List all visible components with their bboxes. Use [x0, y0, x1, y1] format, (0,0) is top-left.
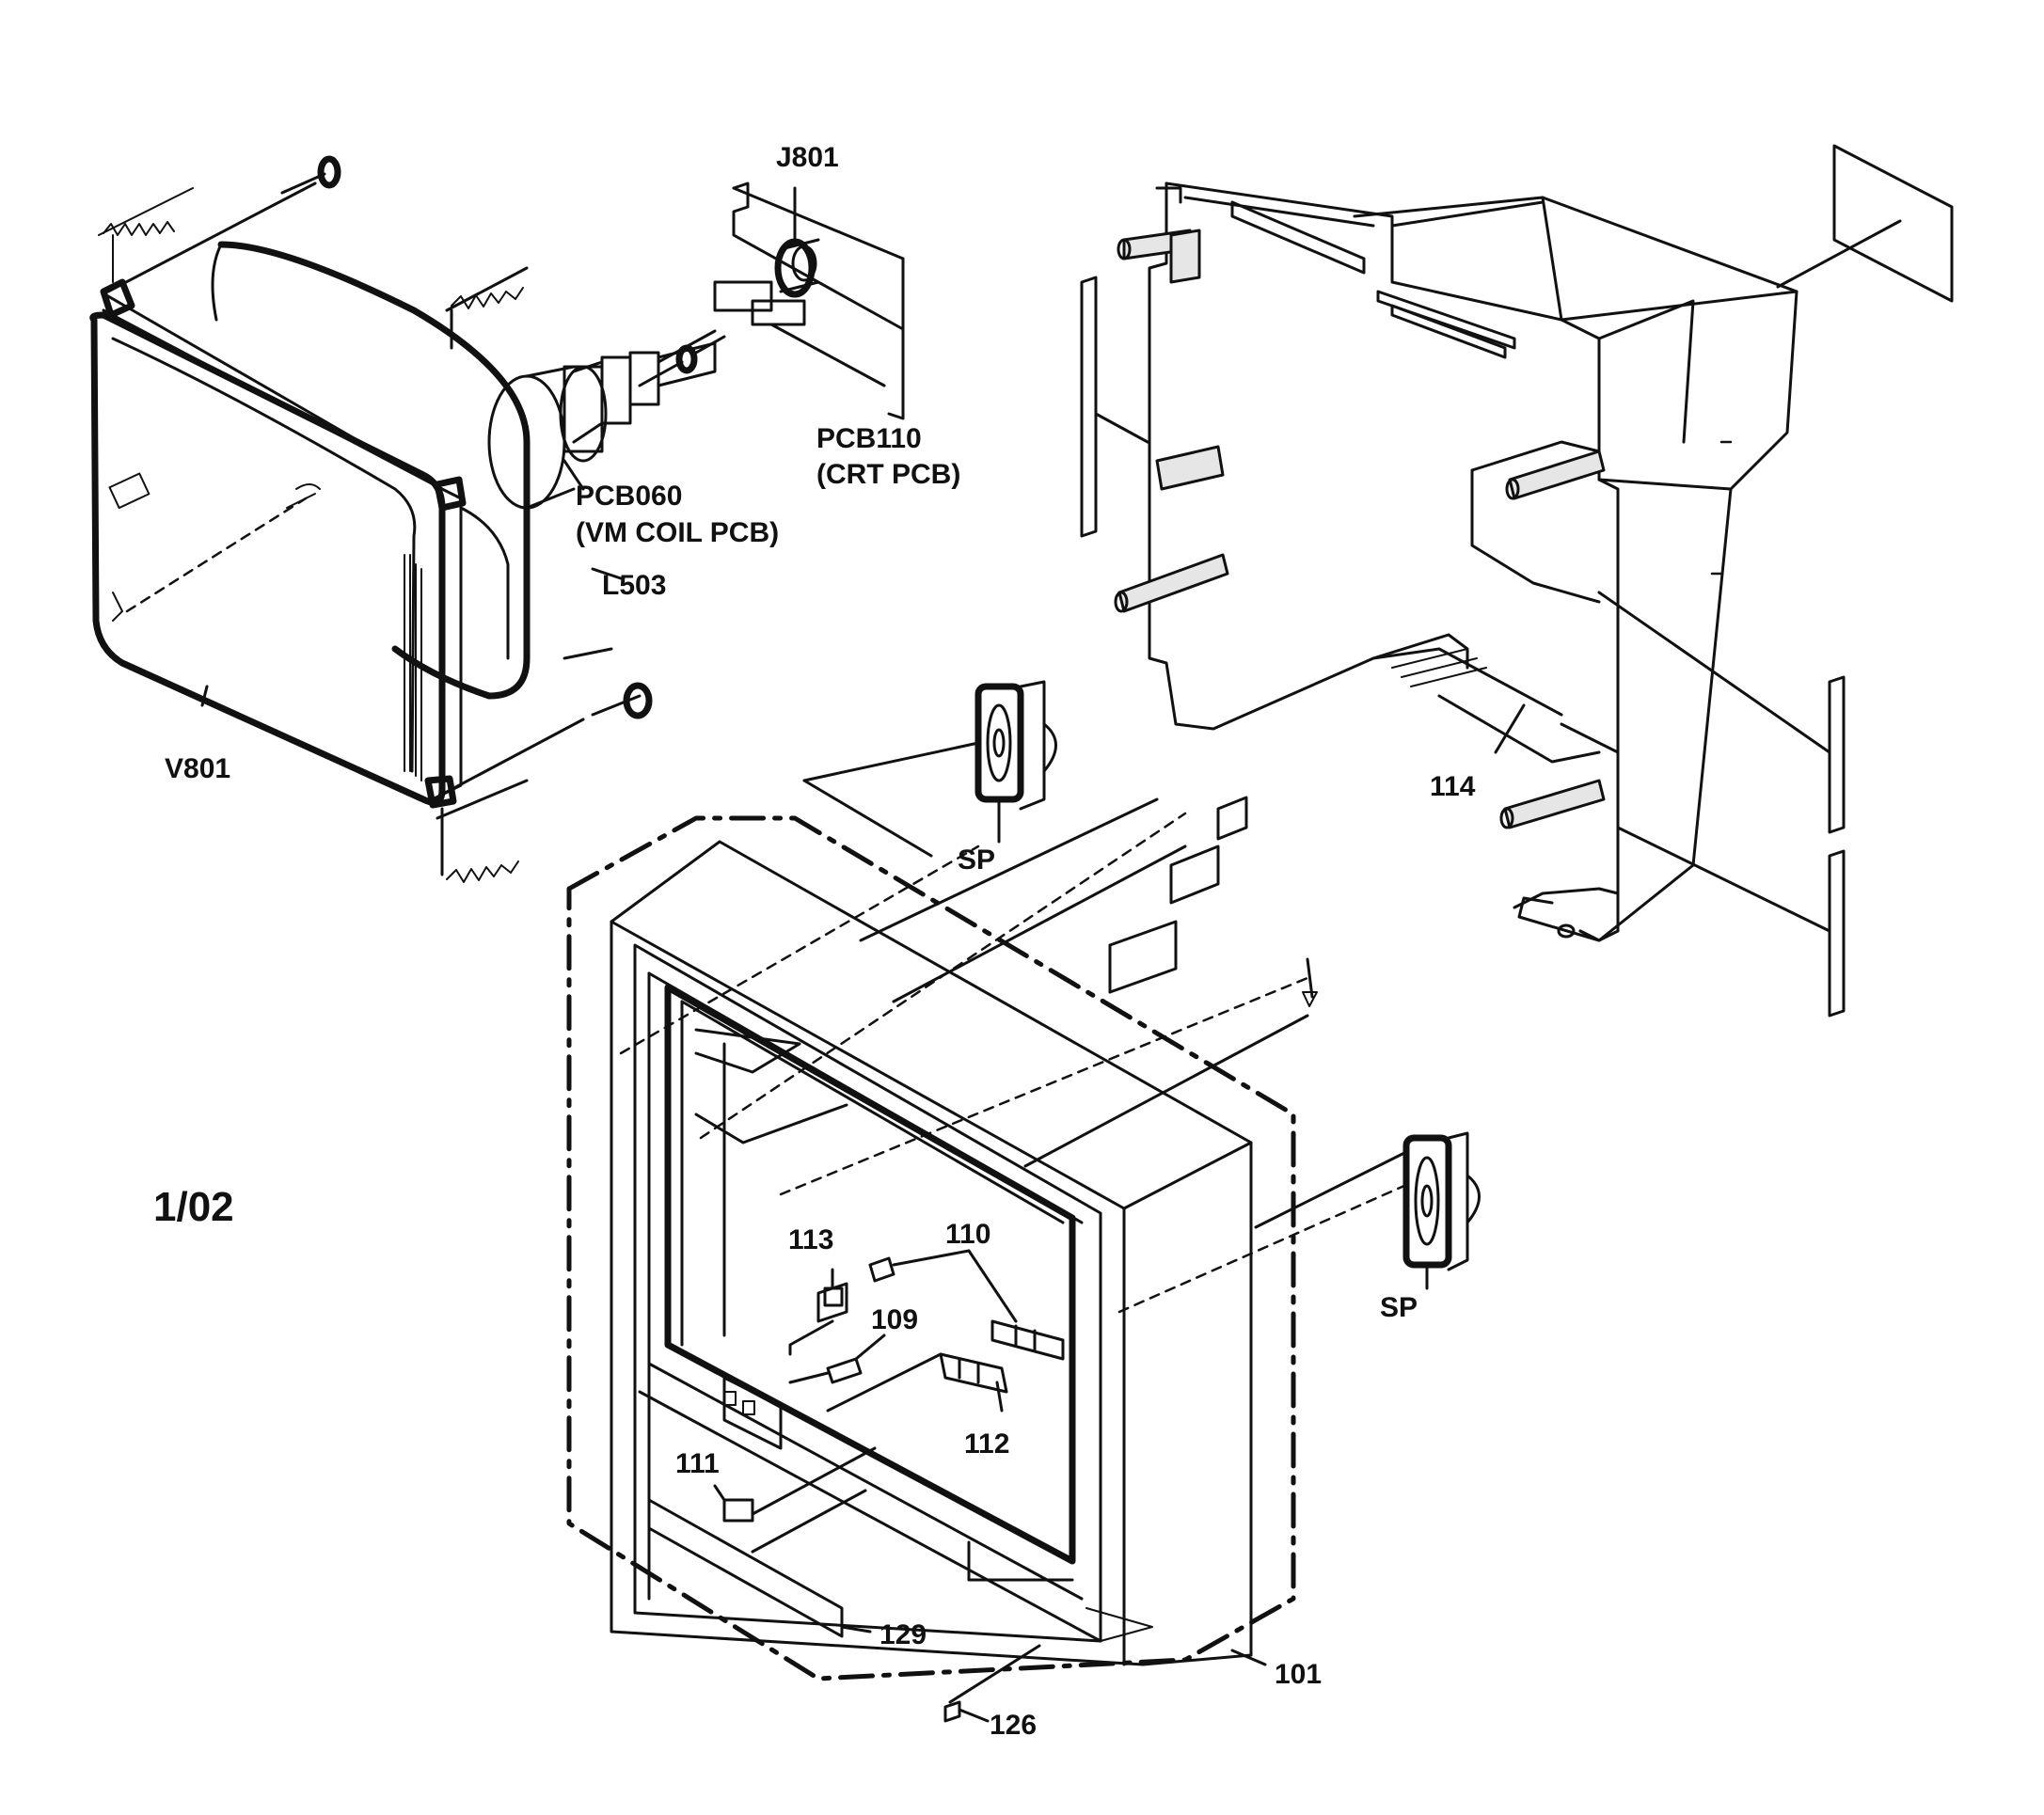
- label-pcb110-line2: (CRT PCB): [816, 459, 960, 490]
- label-126: 126: [990, 1710, 1037, 1741]
- label-111: 111: [675, 1448, 720, 1479]
- label-pcb060-line2: (VM COIL PCB): [576, 517, 779, 548]
- speaker-right: [1117, 1131, 1481, 1314]
- label-110: 110: [945, 1219, 990, 1250]
- label-113: 113: [788, 1224, 833, 1255]
- label-112: 112: [964, 1428, 1009, 1460]
- front-cabinet: [566, 815, 1318, 1681]
- rear-cabinet: [1080, 144, 1954, 1018]
- crt-pcb-assembly: [657, 182, 905, 420]
- label-114: 114: [1430, 771, 1476, 802]
- label-129: 129: [879, 1619, 927, 1650]
- speaker-top: [802, 680, 1057, 858]
- small-parts: [647, 1249, 1267, 1723]
- label-v801: V801: [165, 753, 230, 784]
- crt-tube-assembly: [89, 241, 717, 809]
- label-l503: L503: [602, 570, 666, 601]
- label-j801: J801: [776, 142, 839, 173]
- label-leaders: [200, 459, 1526, 754]
- label-sp-top: SP: [958, 844, 995, 876]
- label-101: 101: [1275, 1659, 1322, 1690]
- page-label: 1/02: [153, 1184, 234, 1230]
- label-109: 109: [871, 1304, 918, 1335]
- label-pcb110-line1: PCB110: [816, 423, 922, 454]
- label-sp-right: SP: [1380, 1292, 1418, 1323]
- projection-lines: [619, 796, 1309, 1196]
- crt-mounting-screws: [98, 155, 726, 883]
- label-pcb060-line1: PCB060: [576, 481, 682, 512]
